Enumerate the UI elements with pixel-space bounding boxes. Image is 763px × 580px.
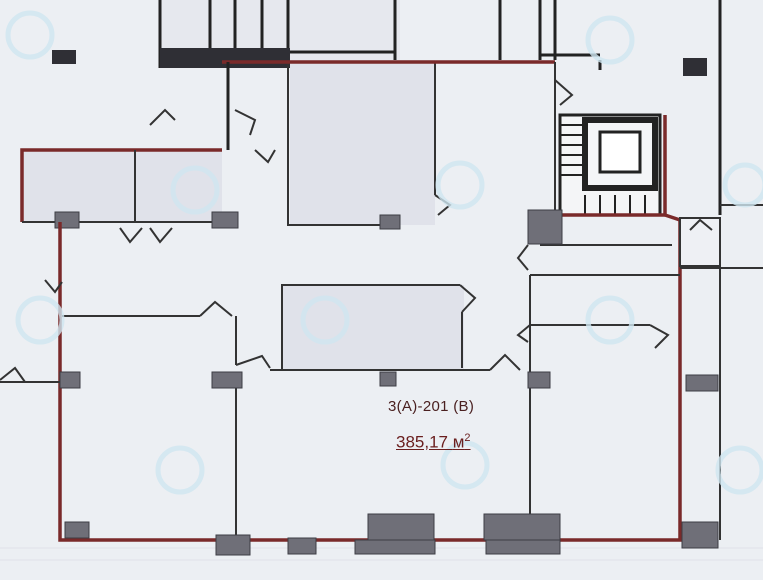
left-rooms <box>20 62 276 244</box>
upper-rooms <box>222 60 574 226</box>
unit-area: 385,17 м2 <box>396 432 471 453</box>
unit-code: 3(А)-201 (В) <box>388 398 475 415</box>
columns <box>59 209 719 556</box>
unit-interior <box>0 244 680 540</box>
unit-area-power: 2 <box>464 432 471 444</box>
stair-icon <box>598 130 642 174</box>
unit-outline <box>58 213 682 542</box>
stair-core <box>555 113 667 217</box>
watermark-logo-icon <box>5 10 763 495</box>
watermarks <box>5 10 763 495</box>
right-rooms <box>679 204 763 540</box>
unit-area-unit: м <box>452 432 465 452</box>
unit-area-value: 385,17 <box>396 432 448 452</box>
